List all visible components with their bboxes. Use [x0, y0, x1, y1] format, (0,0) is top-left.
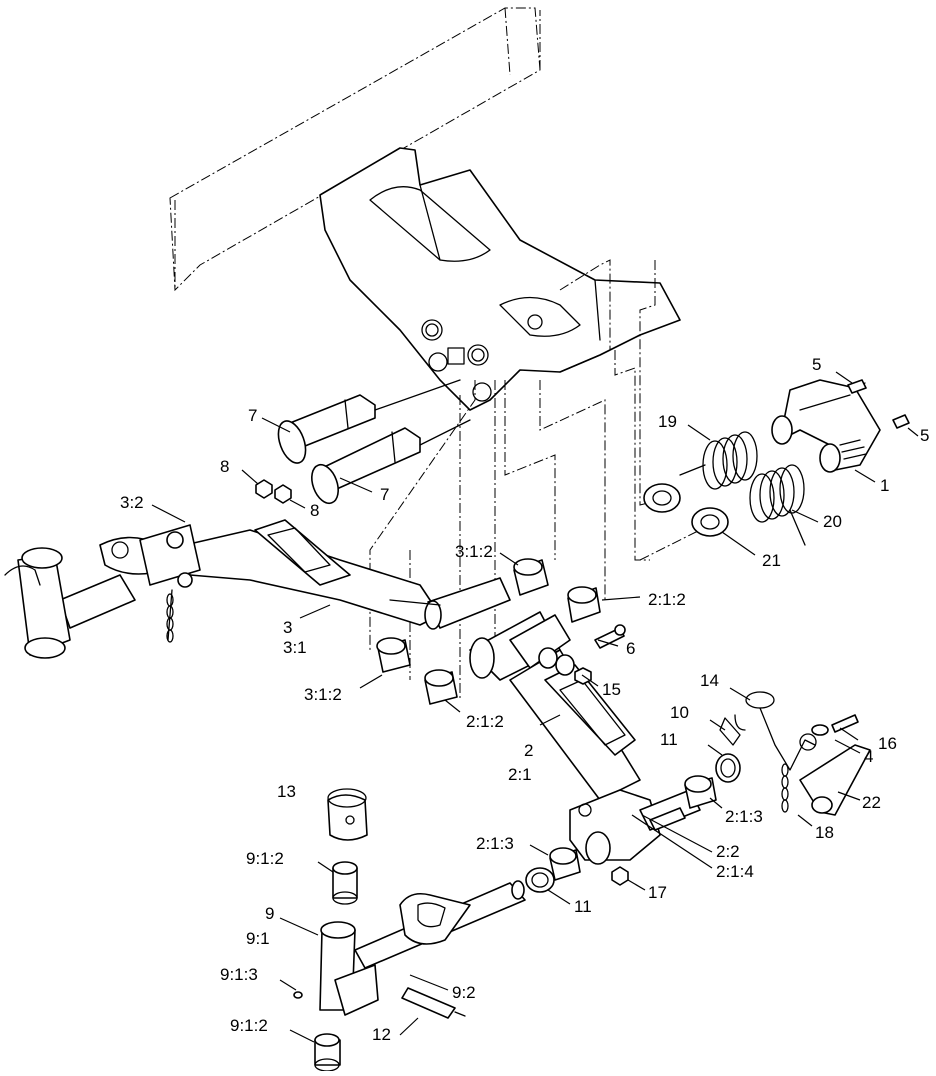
callout-5b: 5: [920, 426, 929, 445]
cap-13: [327, 788, 368, 841]
callout-3-2: 3:2: [120, 493, 144, 512]
callout-9-1-2a: 9:1:2: [246, 849, 284, 868]
callout-22: 22: [862, 793, 881, 812]
callout-2-2: 2:2: [716, 842, 740, 861]
callout-3-1-2a: 3:1:2: [455, 542, 493, 561]
callout-18: 18: [815, 823, 834, 842]
callout-5a: 5: [812, 355, 821, 374]
chain-3: [166, 593, 174, 643]
callout-4: 4: [864, 747, 873, 766]
spring-19: [679, 431, 758, 490]
callout-9: 9: [265, 904, 274, 923]
callout-11b: 11: [574, 897, 592, 916]
spring-bracket-assembly: [643, 379, 910, 546]
bushing-912-top: [332, 861, 358, 905]
callout-8a: 8: [220, 457, 229, 476]
callout-9-1-3: 9:1:3: [220, 965, 258, 984]
callout-3-1-2b: 3:1:2: [304, 685, 342, 704]
callout-14: 14: [700, 671, 719, 690]
callout-19: 19: [658, 412, 677, 431]
chain-18: [781, 763, 789, 813]
nuts-8: [255, 479, 292, 504]
callout-12: 12: [372, 1025, 391, 1044]
pedal-assembly-2: [469, 611, 701, 865]
callout-9-1: 9:1: [246, 929, 270, 948]
callout-2-1-3a: 2:1:3: [725, 807, 763, 826]
callout-9-1-2b: 9:1:2: [230, 1016, 268, 1035]
callout-2-1-3b: 2:1:3: [476, 834, 514, 853]
callout-2: 2: [524, 741, 533, 760]
spring-20: [749, 464, 806, 546]
callout-2-1-2b: 2:1:2: [466, 712, 504, 731]
leader-lines: [151, 371, 919, 1043]
callout-9-2: 9:2: [452, 983, 476, 1002]
callout-17: 17: [648, 883, 667, 902]
pivot-pins: [277, 379, 471, 505]
callout-21: 21: [762, 551, 781, 570]
callout-2-1-2a: 2:1:2: [648, 590, 686, 609]
callout-2-1-4: 2:1:4: [716, 862, 754, 881]
pedal-assembly-3: [4, 519, 511, 659]
hardware-right: [611, 691, 871, 886]
callout-7b: 7: [380, 485, 389, 504]
callout-2-1: 2:1: [508, 765, 532, 784]
callout-7a: 7: [248, 406, 257, 425]
callout-15: 15: [602, 680, 621, 699]
frame-phantom: [169, 7, 541, 292]
bushings: [376, 558, 601, 705]
bushing-912-bottom: [314, 1033, 341, 1072]
shaft-assembly-9: [293, 880, 526, 1019]
callout-10: 10: [670, 703, 689, 722]
callout-8b: 8: [310, 501, 319, 520]
callout-3-1: 3:1: [283, 638, 307, 657]
callout-11a: 11: [660, 730, 678, 749]
assembly-lines: [369, 259, 701, 700]
callout-1: 1: [880, 476, 889, 495]
callout-labels: 5 5 19 1 7 7 8 8 20 21 3:2 3:1:2 2:1:2 3…: [120, 355, 929, 1044]
callout-3: 3: [283, 618, 292, 637]
callout-16: 16: [878, 734, 897, 753]
mounting-bracket: [319, 147, 681, 411]
callout-13: 13: [277, 782, 296, 801]
callout-20: 20: [823, 512, 842, 531]
rings-right: [525, 753, 741, 893]
callout-6: 6: [626, 639, 635, 658]
